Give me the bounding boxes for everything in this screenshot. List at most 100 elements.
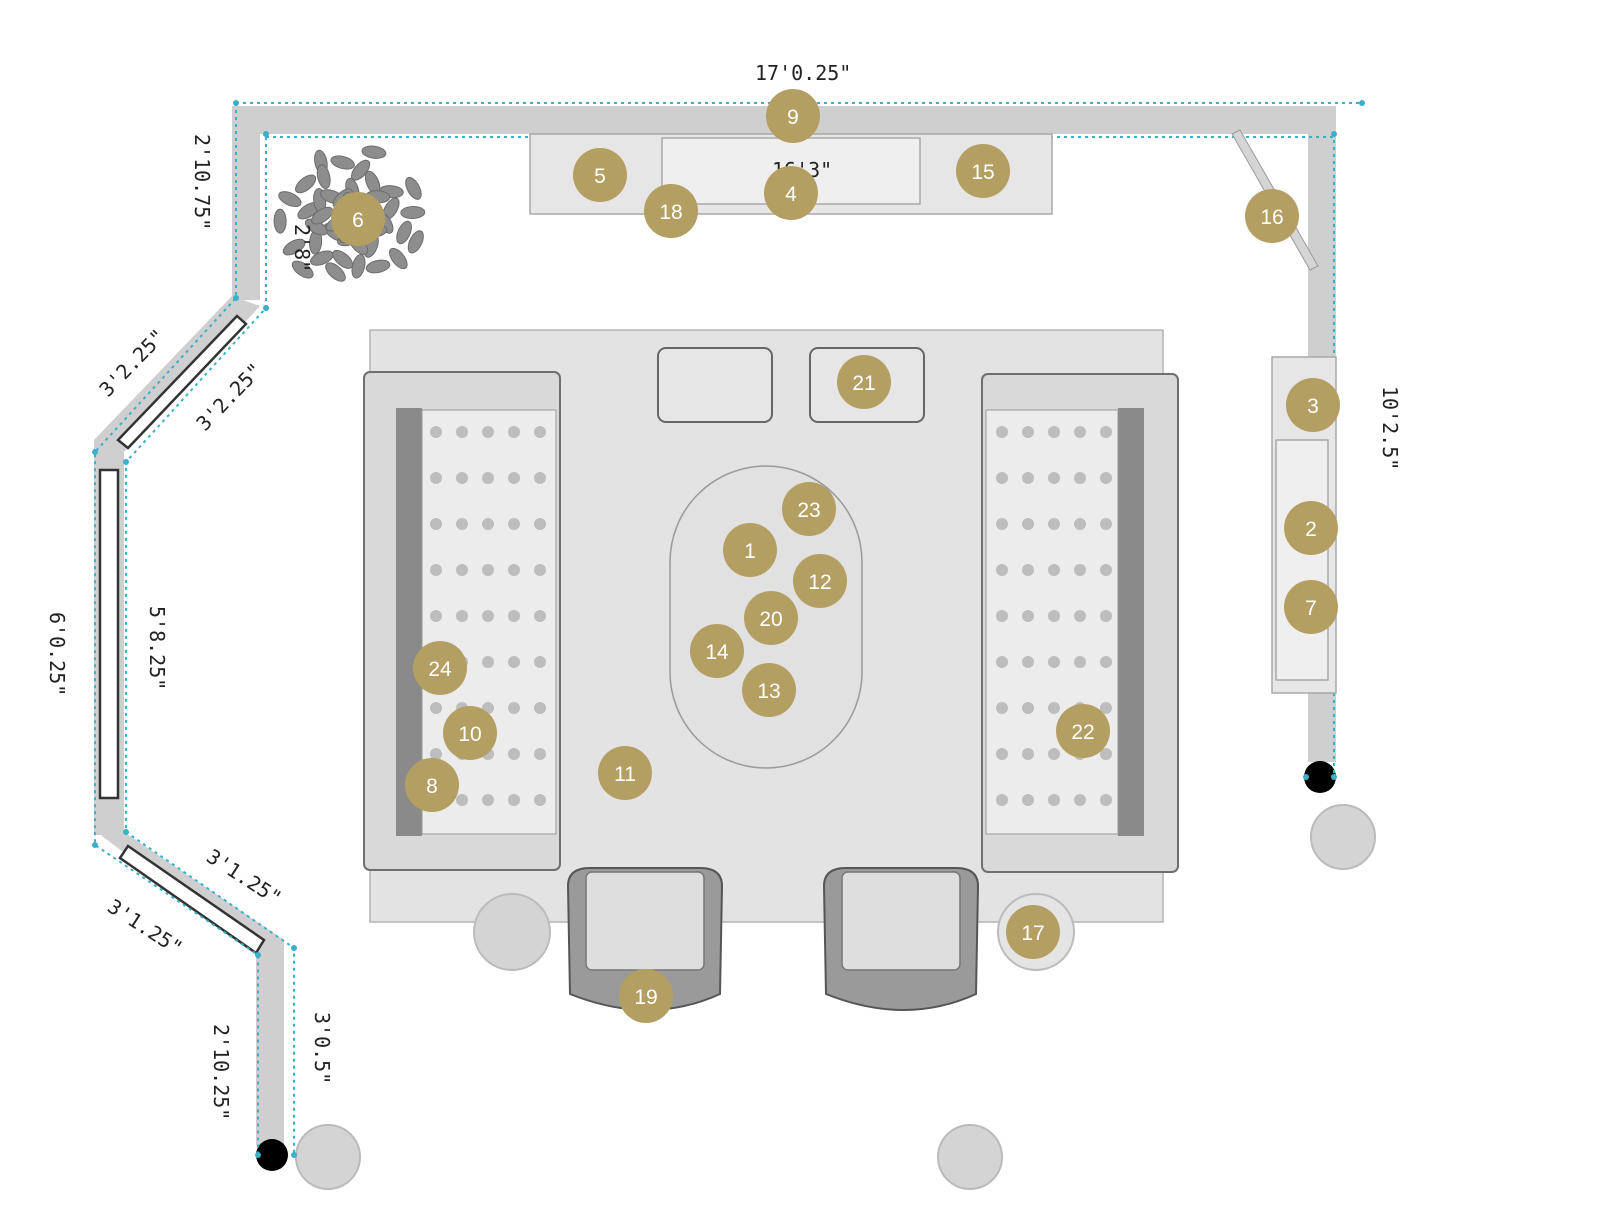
dimension-label: 5'8.25"	[145, 606, 169, 690]
marker-label: 9	[787, 106, 799, 129]
marker-6[interactable]: 6	[331, 192, 385, 246]
dimension-label: 17'0.25"	[755, 61, 851, 85]
sofa-tuft	[1048, 426, 1060, 438]
sofa-tuft	[430, 610, 442, 622]
sofa-tuft	[1100, 794, 1112, 806]
sofa-tuft	[430, 518, 442, 530]
sofa-tuft	[430, 472, 442, 484]
marker-19[interactable]: 19	[619, 969, 673, 1023]
sofa-tuft	[508, 518, 520, 530]
sofa-tuft	[482, 656, 494, 668]
marker-12[interactable]: 12	[793, 554, 847, 608]
marker-21[interactable]: 21	[837, 355, 891, 409]
side-table-left	[473, 893, 551, 971]
marker-label: 3	[1307, 395, 1319, 418]
sofa-tuft	[508, 472, 520, 484]
marker-10[interactable]: 10	[443, 706, 497, 760]
marker-17[interactable]: 17	[1006, 905, 1060, 959]
dim-dot	[123, 829, 129, 835]
dim-dot	[291, 945, 297, 951]
side-console-inner	[1275, 439, 1329, 681]
marker-16[interactable]: 16	[1245, 189, 1299, 243]
sofa-tuft	[430, 702, 442, 714]
marker-3[interactable]: 3	[1286, 378, 1340, 432]
marker-1[interactable]: 1	[723, 523, 777, 577]
plant-leaf	[282, 238, 306, 256]
sofa-tuft	[430, 748, 442, 760]
armchair-left	[566, 867, 724, 1011]
sofa-tuft	[1100, 702, 1112, 714]
sofa-tuft	[996, 656, 1008, 668]
window-left	[98, 468, 120, 800]
sofa-tuft	[430, 564, 442, 576]
plant-leaf	[295, 174, 317, 194]
dim-dot	[92, 842, 98, 848]
marker-18[interactable]: 18	[644, 184, 698, 238]
marker-13[interactable]: 13	[742, 663, 796, 717]
sofa-tuft	[1074, 564, 1086, 576]
sofa-tuft	[534, 748, 546, 760]
sofa-tuft	[996, 702, 1008, 714]
sofa-tuft	[456, 518, 468, 530]
sofa-tuft	[1100, 426, 1112, 438]
marker-15[interactable]: 15	[956, 144, 1010, 198]
sofa-tuft	[508, 656, 520, 668]
sofa-tuft	[1074, 656, 1086, 668]
floor-circle-bottom-left	[295, 1124, 361, 1190]
sofa-tuft	[1022, 564, 1034, 576]
marker-label: 12	[808, 571, 831, 594]
sofa-tuft	[430, 426, 442, 438]
marker-label: 7	[1305, 597, 1317, 620]
sofa-tuft	[508, 426, 520, 438]
marker-label: 15	[971, 161, 994, 184]
marker-7[interactable]: 7	[1284, 580, 1338, 634]
sofa-tuft	[456, 426, 468, 438]
sofa-tuft	[1022, 610, 1034, 622]
marker-label: 23	[797, 499, 820, 522]
sofa-tuft	[534, 702, 546, 714]
marker-9[interactable]: 9	[766, 89, 820, 143]
sofa-tuft	[1048, 794, 1060, 806]
marker-label: 24	[428, 658, 452, 681]
marker-23[interactable]: 23	[782, 482, 836, 536]
marker-label: 18	[659, 201, 682, 224]
sofa-tuft	[482, 564, 494, 576]
sofa-tuft	[456, 564, 468, 576]
post-right	[1304, 761, 1336, 793]
sofa-tuft	[508, 748, 520, 760]
sofa-tuft	[482, 610, 494, 622]
marker-8[interactable]: 8	[405, 758, 459, 812]
marker-24[interactable]: 24	[413, 641, 467, 695]
sofa-tuft	[508, 702, 520, 714]
marker-4[interactable]: 4	[764, 166, 818, 220]
sofa-tuft	[1100, 656, 1112, 668]
marker-5[interactable]: 5	[573, 148, 627, 202]
sofa-tuft	[1022, 748, 1034, 760]
dim-dot	[123, 459, 129, 465]
marker-11[interactable]: 11	[598, 746, 652, 800]
floor-circles	[295, 804, 1376, 1190]
plant-leaf	[311, 206, 334, 225]
sofa-tuft	[1022, 702, 1034, 714]
sofa-tuft	[1074, 518, 1086, 530]
sofa-tuft	[1100, 564, 1112, 576]
marker-label: 10	[458, 723, 481, 746]
armchair-left-seat	[585, 871, 705, 971]
marker-20[interactable]: 20	[744, 591, 798, 645]
plant-leaf	[291, 260, 314, 279]
sofa-tuft	[1022, 518, 1034, 530]
sofa-tuft	[996, 610, 1008, 622]
marker-22[interactable]: 22	[1056, 704, 1110, 758]
marker-label: 17	[1021, 922, 1044, 945]
marker-14[interactable]: 14	[690, 624, 744, 678]
marker-2[interactable]: 2	[1284, 501, 1338, 555]
marker-label: 1	[744, 540, 756, 563]
dim-dot	[255, 952, 261, 958]
wall-lower-left	[256, 940, 284, 1145]
plant-leaf	[396, 220, 412, 245]
marker-label: 19	[634, 986, 657, 1009]
sofa-tuft	[1100, 748, 1112, 760]
floor-circle-right	[1310, 804, 1376, 870]
dim-dot	[255, 1152, 261, 1158]
